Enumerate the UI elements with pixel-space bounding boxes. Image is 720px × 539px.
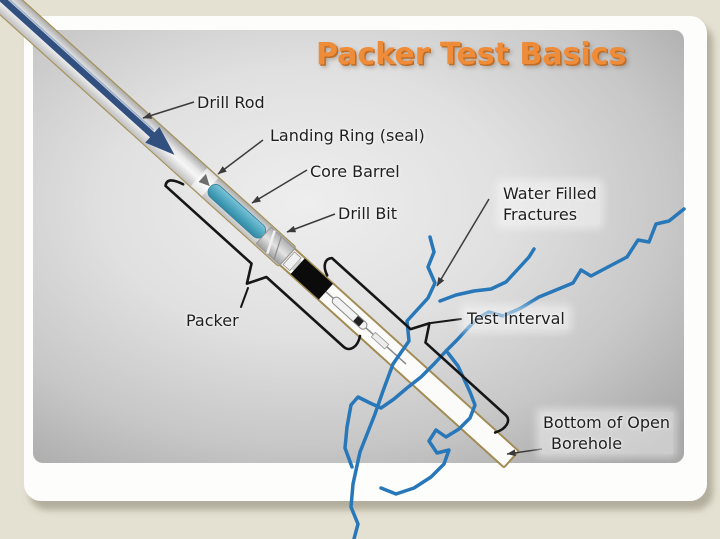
slide-title: Packer Test Basics (316, 37, 627, 72)
test-interval-brace-connector (430, 318, 462, 324)
fracture-network (343, 207, 686, 539)
drill-bit (255, 226, 296, 266)
drill-bit-arrow (286, 213, 336, 233)
rod-arrow-highlight (0, 0, 155, 131)
core-barrel-arrow (251, 169, 308, 204)
packer-brace-connector (240, 287, 249, 308)
drill-rod-arrow (142, 101, 195, 119)
borehole-bottom-cap (503, 450, 520, 469)
fracture-main-vertical (349, 235, 437, 539)
label-test-interval-text: Test Interval (467, 309, 565, 328)
label-core-barrel-text: Core Barrel (310, 162, 400, 181)
coupling-joint (291, 259, 302, 271)
drill-string-assembly (0, 0, 520, 469)
label-core-barrel: Core Barrel (310, 161, 400, 182)
label-water-filled-fractures: Water Filled Fractures (500, 183, 600, 225)
instrument-segment (370, 331, 390, 350)
fracture-upper-branch (438, 247, 536, 303)
rod-flow-arrow-shaft (0, 0, 156, 139)
label-bottom-of-open-borehole: Bottom of Open Borehole (540, 412, 674, 454)
landing-ring (198, 173, 210, 187)
landing-ring-arrow (217, 139, 264, 175)
diagram-background (33, 30, 684, 463)
leader-arrows (142, 101, 543, 457)
water-fractures-arrow (436, 198, 490, 287)
label-borehole-text: Borehole (551, 434, 623, 453)
rod-flow-arrow-head (145, 127, 175, 155)
label-drill-bit: Drill Bit (338, 203, 397, 224)
label-drill-rod-text: Drill Rod (197, 93, 265, 112)
label-packer: Packer (186, 310, 239, 331)
label-landing-ring-text: Landing Ring (seal) (270, 126, 425, 145)
borehole-wall-upper (294, 247, 520, 452)
label-fractures-text: Fractures (503, 205, 578, 224)
braces (164, 179, 510, 434)
label-drill-rod: Drill Rod (197, 92, 265, 113)
label-test-interval: Test Interval (464, 308, 568, 329)
instrument-band (353, 315, 364, 327)
drill-bit-flute (266, 230, 276, 254)
bottom-borehole-arrow (506, 448, 543, 457)
drill-bit-groove (273, 236, 282, 260)
fracture-lower-branch (379, 351, 477, 496)
label-packer-text: Packer (186, 311, 239, 330)
test-interval-brace (323, 256, 510, 434)
fracture-long-right (343, 207, 686, 469)
label-landing-ring: Landing Ring (seal) (270, 125, 425, 146)
packer-block (290, 258, 333, 300)
label-bottom-of-open-text: Bottom of Open (543, 413, 671, 432)
label-water-filled-text: Water Filled (503, 184, 597, 203)
packer-brace (164, 179, 362, 351)
label-drill-bit-text: Drill Bit (338, 204, 398, 223)
